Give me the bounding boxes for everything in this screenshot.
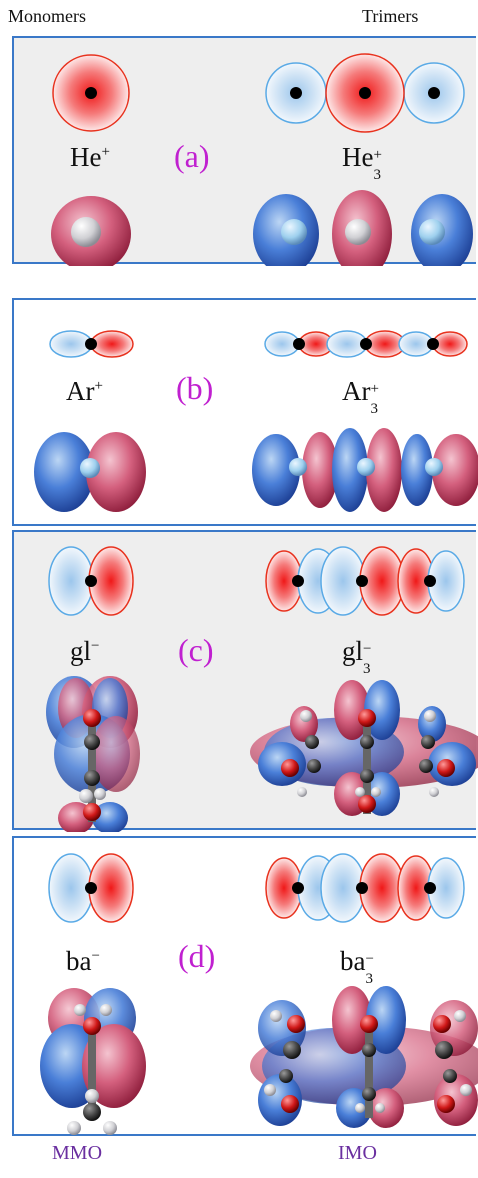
trimer-orbital-schematic-d <box>265 853 465 923</box>
trimer-label-c: gl−3 <box>342 636 372 677</box>
monomer-label-b: Ar+ <box>66 376 103 406</box>
trimer-isosurface-d <box>250 986 478 1128</box>
monomer-orbital-schematic-a <box>52 54 130 132</box>
trimer-isosurface-b <box>252 428 478 512</box>
trimer-orbital-schematic-a <box>265 53 465 133</box>
monomer-isosurface-d <box>40 988 146 1135</box>
panel-d-graphics <box>40 853 478 1135</box>
header-monomers: Monomers <box>8 6 86 26</box>
panel-b: Ar+ (b) Ar+3 <box>12 298 478 526</box>
panel-c-graphics <box>46 546 478 832</box>
monomer-orbital-schematic-d <box>48 853 134 923</box>
panel-tag-c: (c) <box>178 632 214 668</box>
panel-a: He+ (a) He+3 <box>12 36 476 266</box>
panel-c: gl− (c) gl−3 <box>12 530 478 832</box>
monomer-orbital-schematic-b <box>49 330 134 358</box>
panel-tag-a: (a) <box>174 138 210 174</box>
panel-d: ba− (d) ba−3 <box>12 836 478 1136</box>
trimer-label-d: ba−3 <box>340 946 374 987</box>
trimer-orbital-schematic-b <box>264 330 468 358</box>
trimer-orbital-schematic-c <box>265 546 465 616</box>
footer-mmo: MMO <box>52 1142 103 1164</box>
monomer-isosurface-b <box>34 432 146 512</box>
panel-tag-b: (b) <box>176 370 214 406</box>
trimer-label-a: He+3 <box>342 142 382 183</box>
footer-imo: IMO <box>338 1142 377 1164</box>
trimer-isosurface-c <box>250 680 478 816</box>
monomer-orbital-schematic-c <box>48 546 134 616</box>
monomer-isosurface-a <box>51 196 131 266</box>
trimer-label-b: Ar+3 <box>342 376 379 417</box>
monomer-label-a: He+ <box>70 142 110 172</box>
header-trimers: Trimers <box>362 6 419 26</box>
trimer-isosurface-a <box>253 190 473 266</box>
panel-a-graphics <box>51 53 473 266</box>
monomer-isosurface-c <box>46 676 140 832</box>
monomer-label-c: gl− <box>70 636 100 666</box>
monomer-label-d: ba− <box>66 946 100 976</box>
panel-tag-d: (d) <box>178 938 216 974</box>
panel-b-graphics <box>34 330 478 512</box>
